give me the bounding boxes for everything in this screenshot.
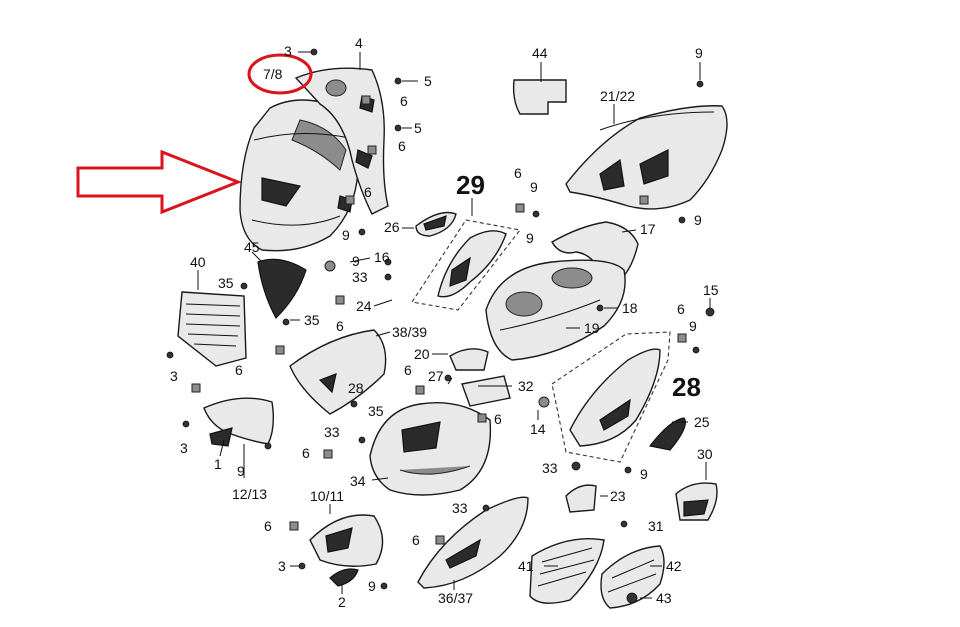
part-label: 9 <box>640 466 648 482</box>
group-label-29: 29 <box>456 170 485 200</box>
part-label: 14 <box>530 421 546 437</box>
part-label: 6 <box>336 318 344 334</box>
part-label: 17 <box>640 221 656 237</box>
part-label: 3 <box>180 440 188 456</box>
panel-cover-part <box>461 375 511 407</box>
lower-fairing-part <box>309 514 384 567</box>
part-label: 28 <box>348 380 364 396</box>
part-label: 9 <box>526 230 534 246</box>
part-label: 15 <box>703 282 719 298</box>
leg-shield-part <box>289 329 387 415</box>
part-label: 33 <box>542 460 558 476</box>
rear-lower-cover-part <box>417 496 529 589</box>
part-label: 6 <box>677 301 685 317</box>
part-label: 32 <box>518 378 534 394</box>
part-label: 12/13 <box>232 486 267 502</box>
part-label: 5 <box>424 73 432 89</box>
part-label: 9 <box>530 179 538 195</box>
part-label: 43 <box>656 590 672 606</box>
part-label: 19 <box>584 320 600 336</box>
part-label: 9 <box>695 45 703 61</box>
floor-panel-part <box>369 402 492 496</box>
floor-mat-right-part <box>600 545 665 609</box>
vent-grille-part <box>415 211 457 237</box>
side-cover-part <box>565 105 728 210</box>
part-label: 9 <box>689 318 697 334</box>
part-label: 35 <box>368 403 384 419</box>
part-label: 6 <box>398 138 406 154</box>
group-28-outline <box>551 331 671 463</box>
part-label: 44 <box>532 45 548 61</box>
part-label: 9 <box>237 463 245 479</box>
part-label: 9 <box>694 212 702 228</box>
radiator-grille-part <box>177 291 247 367</box>
part-label: 2 <box>338 594 346 610</box>
group-label-28: 28 <box>672 372 701 402</box>
part-label: 6 <box>364 184 372 200</box>
part-label: 4 <box>355 35 363 51</box>
part-label: 16 <box>374 249 390 265</box>
part-label: 20 <box>414 346 430 362</box>
fasteners <box>166 48 715 604</box>
side-strip-part <box>648 417 686 451</box>
front-fairing-part <box>239 99 360 252</box>
small-bracket-part <box>565 484 597 513</box>
part-label: 35 <box>304 312 320 328</box>
highlight-ring <box>247 53 313 95</box>
part-label: 6 <box>235 362 243 378</box>
part-label: 26 <box>384 219 400 235</box>
part-label: 6 <box>400 93 408 109</box>
part-label: 34 <box>350 473 366 489</box>
part-label-highlighted: 7/8 <box>263 66 283 82</box>
rear-light-cover-part <box>675 482 718 521</box>
part-label: 9 <box>352 253 360 269</box>
part-label: 30 <box>697 446 713 462</box>
part-label: 38/39 <box>392 324 427 340</box>
lower-cover-part <box>203 397 275 447</box>
part-label: 40 <box>190 254 206 270</box>
part-label: 27 <box>428 368 444 384</box>
part-label: 5 <box>414 120 422 136</box>
part-label: 25 <box>694 414 710 430</box>
part-label: 42 <box>666 558 682 574</box>
part-label: 6 <box>404 362 412 378</box>
leader-lines <box>197 51 711 599</box>
red-arrow-icon <box>76 149 243 215</box>
part-label: 41 <box>518 558 534 574</box>
part-label: 6 <box>302 445 310 461</box>
small-cover-part <box>449 348 489 371</box>
part-label: 24 <box>356 298 372 314</box>
part-label: 9 <box>342 227 350 243</box>
part-label: 33 <box>452 500 468 516</box>
part-label: 6 <box>412 532 420 548</box>
lower-nose-part <box>257 258 307 319</box>
small-grille-part <box>329 568 359 587</box>
part-label: 6 <box>514 165 522 181</box>
part-label: 18 <box>622 300 638 316</box>
part-label: 36/37 <box>438 590 473 606</box>
part-label: 33 <box>352 269 368 285</box>
part-label: 3 <box>170 368 178 384</box>
part-label: 3 <box>278 558 286 574</box>
part-labels: 3 7/8 4 5 6 5 6 6 9 26 44 9 21/22 6 9 9 … <box>170 35 719 610</box>
part-label: 6 <box>494 411 502 427</box>
part-label: 31 <box>648 518 664 534</box>
storage-tray-part <box>485 259 626 361</box>
group-29-outline <box>411 219 521 311</box>
part-label: 23 <box>610 488 626 504</box>
part-label: 10/11 <box>310 488 344 504</box>
part-label: 6 <box>264 518 272 534</box>
part-label: 21/22 <box>600 88 635 104</box>
floor-mat-left-part <box>529 538 605 604</box>
part-label: 9 <box>368 578 376 594</box>
part-label: 45 <box>244 239 260 255</box>
part-label: 1 <box>214 456 222 472</box>
bracket-plate-part <box>512 79 567 115</box>
part-label: 35 <box>218 275 234 291</box>
part-label: 33 <box>324 424 340 440</box>
part-label: 3 <box>284 43 292 59</box>
